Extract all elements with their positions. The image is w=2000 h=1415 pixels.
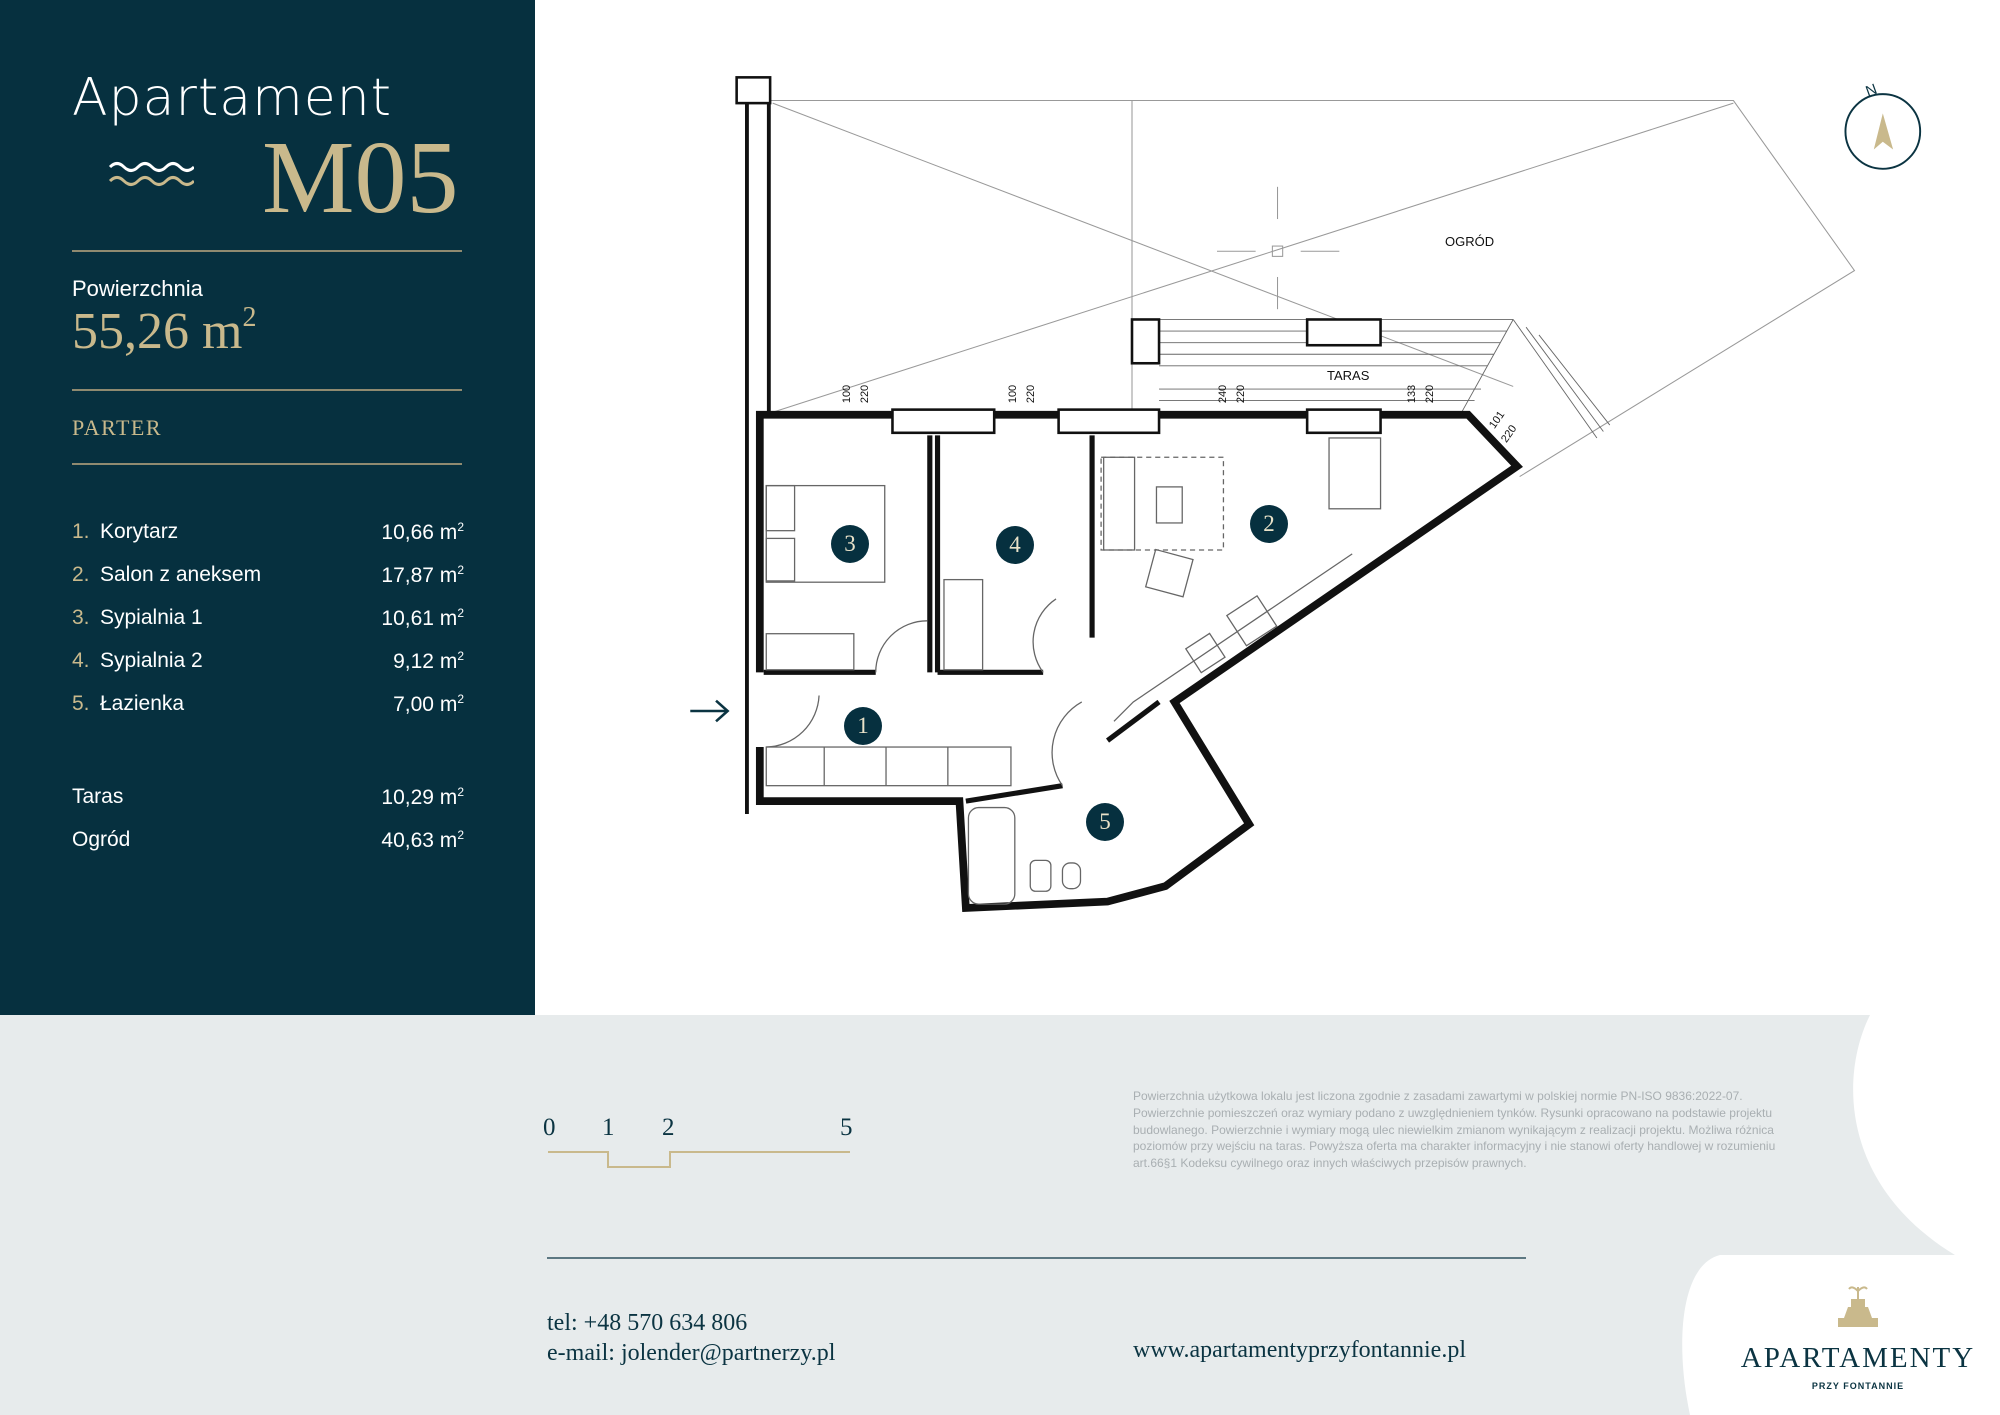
website-link[interactable]: www.apartamentyprzyfontannie.pl — [1133, 1337, 1466, 1363]
disclaimer-text: Powierzchnia użytkowa lokalu jest liczon… — [1133, 1089, 1776, 1171]
dimension-label: 240 — [1217, 384, 1230, 404]
area-label: Powierzchnia — [72, 276, 203, 301]
brand-logo-text: APARTAMENTY — [1740, 1342, 1976, 1374]
dimension-label: 100 — [841, 384, 854, 404]
dimension-label: 133 — [1406, 384, 1419, 404]
brand-logo-subtext: PRZY FONTANNIE — [1811, 1381, 1905, 1391]
garden-label: OGRÓD — [1445, 234, 1495, 249]
interior-walls — [763, 435, 1161, 804]
fountain-logo-icon — [1838, 1286, 1878, 1327]
room-marker-2: 2 — [1250, 505, 1288, 543]
apartment-title: Apartament — [72, 68, 393, 128]
waves-icon — [108, 162, 194, 186]
footer-band — [0, 1015, 1955, 1415]
scale-tick: 5 — [840, 1114, 853, 1141]
floor-plan — [690, 76, 1922, 913]
dimension-label: 220 — [1424, 384, 1437, 404]
divider — [72, 250, 462, 252]
area-value: 55,26 m2 — [72, 302, 257, 360]
terrace-hatch — [1159, 319, 1611, 439]
entrance-arrow-icon — [690, 699, 730, 723]
compass-icon — [1844, 93, 1922, 170]
room-marker-3: 3 — [831, 525, 869, 563]
dimension-label: 220 — [859, 384, 872, 404]
terrace-label: TARAS — [1327, 368, 1370, 383]
dimension-label: 220 — [1025, 384, 1038, 404]
room-marker-1: 1 — [844, 707, 882, 745]
apartment-walls — [755, 410, 1523, 913]
room-marker-5: 5 — [1086, 803, 1124, 841]
email-link[interactable]: e-mail: jolender@partnerzy.pl — [547, 1340, 836, 1366]
phone-link[interactable]: tel: +48 570 634 806 — [547, 1310, 748, 1336]
divider — [72, 463, 462, 465]
dimension-label: 100 — [1007, 384, 1020, 404]
furniture — [765, 437, 1382, 905]
dimension-label: 220 — [1235, 384, 1248, 404]
scale-tick: 2 — [662, 1114, 675, 1141]
apartment-code: M05 — [262, 120, 459, 235]
scale-bar — [548, 1151, 850, 1168]
apartment-info-panel: Apartament M05 Powierzchnia 55,26 m2 PAR… — [0, 0, 535, 1015]
garden-outline — [770, 100, 1856, 478]
floor-label: PARTER — [72, 415, 163, 440]
room-marker-4: 4 — [996, 526, 1034, 564]
scale-tick: 0 — [543, 1114, 556, 1141]
divider — [72, 389, 462, 391]
scale-tick: 1 — [602, 1114, 615, 1141]
